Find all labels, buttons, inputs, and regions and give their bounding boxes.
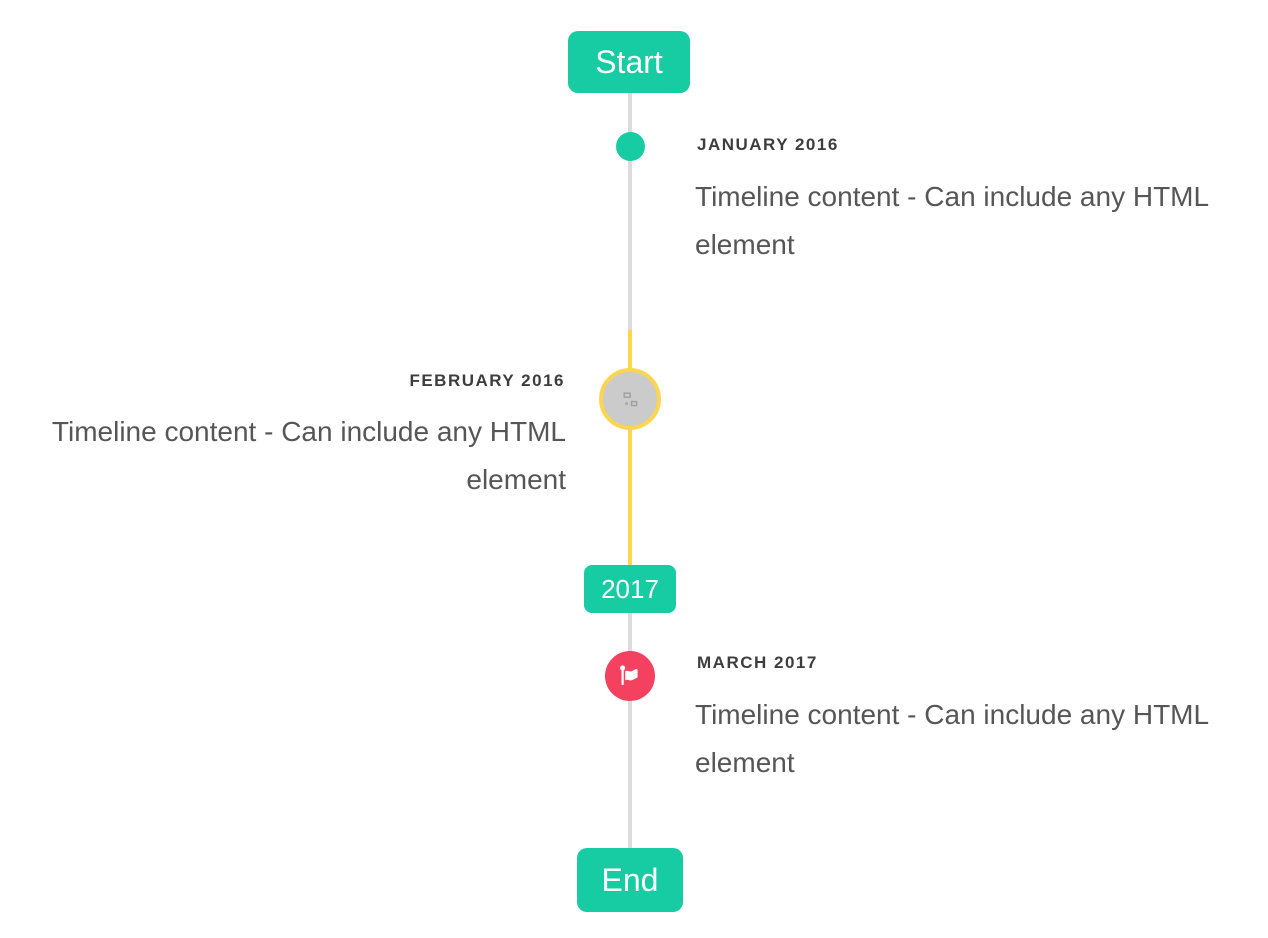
item-content: Timeline content - Can include any HTML … <box>695 699 1209 778</box>
timeline-marker-flag-circle <box>605 651 655 701</box>
item-content: Timeline content - Can include any HTML … <box>51 416 566 495</box>
broken-image-icon <box>623 392 637 406</box>
item-content: Timeline content - Can include any HTML … <box>695 181 1209 260</box>
timeline-start-badge: Start <box>568 31 690 93</box>
timeline-year-badge: 2017 <box>584 565 676 613</box>
flag-icon <box>620 665 638 686</box>
end-badge-label: End <box>601 861 659 898</box>
item-date-title: FEBRUARY 2016 <box>409 371 565 390</box>
timeline-end-badge: End <box>577 848 683 912</box>
timeline-marker-image-circle <box>599 368 661 430</box>
start-badge-label: Start <box>595 43 663 80</box>
timeline-marker-dot <box>616 132 645 161</box>
timeline-line-highlight-segment <box>628 330 632 567</box>
item-date-title: JANUARY 2016 <box>697 135 839 154</box>
year-badge-label: 2017 <box>601 573 659 604</box>
item-date-title: MARCH 2017 <box>697 653 818 672</box>
